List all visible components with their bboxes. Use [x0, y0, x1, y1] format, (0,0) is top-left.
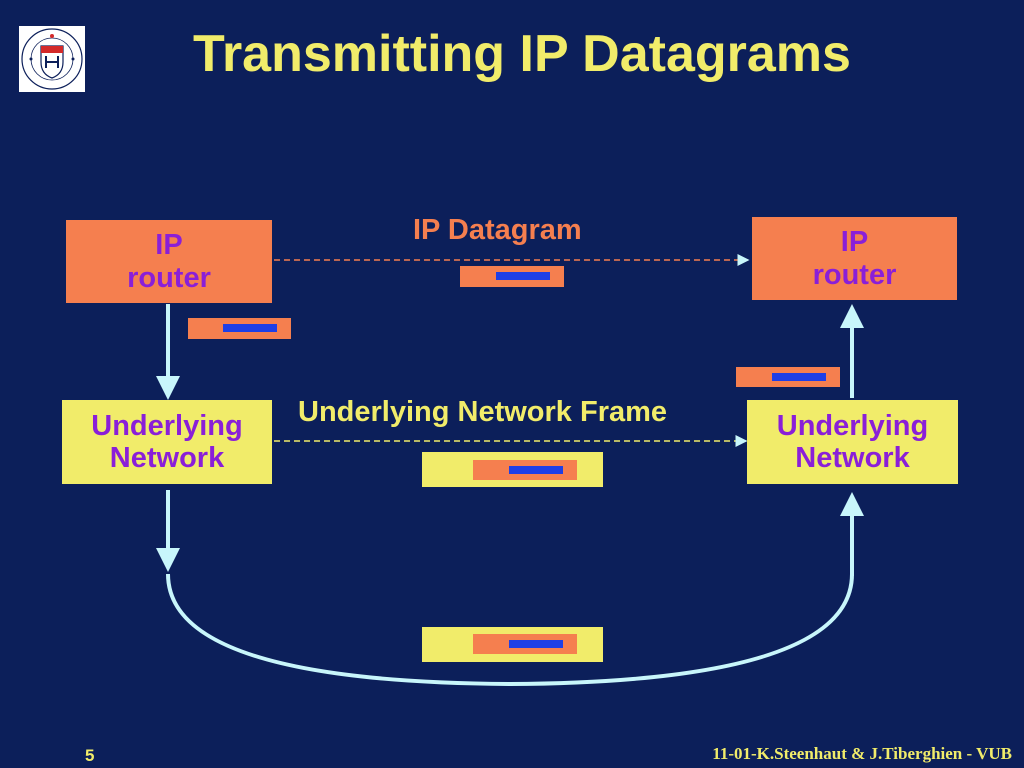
datagram-packet-right [736, 367, 840, 387]
right-network-line1: Underlying [776, 409, 929, 442]
payload-bar [772, 373, 826, 381]
right-router-line1: IP [840, 226, 869, 259]
encapsulated-datagram [473, 460, 577, 480]
right-ip-router: IP router [752, 217, 957, 300]
left-ip-router: IP router [66, 220, 272, 303]
footer-credit: 11-01-K.Steenhaut & J.Tiberghien - VUB [712, 744, 1012, 763]
left-router-line1: IP [155, 229, 183, 262]
datagram-packet-top [460, 266, 564, 287]
university-seal-icon [21, 28, 83, 90]
left-underlying-network: Underlying Network [62, 400, 272, 484]
encapsulated-datagram [473, 634, 577, 654]
right-underlying-network: Underlying Network [747, 400, 958, 484]
network-frame-packet-middle [422, 452, 603, 487]
network-frame-packet-bottom [422, 627, 603, 662]
network-frame-label: Underlying Network Frame [298, 396, 668, 428]
datagram-packet-left [188, 318, 291, 339]
slide-title: Transmitting IP Datagrams [193, 25, 851, 83]
payload-bar [509, 466, 563, 474]
left-network-line1: Underlying [91, 409, 243, 442]
left-router-line2: router [127, 261, 211, 294]
right-router-line2: router [812, 258, 897, 291]
page-number: 5 [85, 746, 95, 765]
payload-bar [509, 640, 563, 648]
payload-bar [223, 324, 277, 332]
physical-link-curve [166, 573, 854, 687]
right-network-line2: Network [795, 442, 910, 474]
payload-bar [496, 272, 550, 280]
university-logo [19, 26, 85, 92]
left-network-line2: Network [109, 442, 225, 474]
ip-datagram-label: IP Datagram [413, 214, 582, 246]
